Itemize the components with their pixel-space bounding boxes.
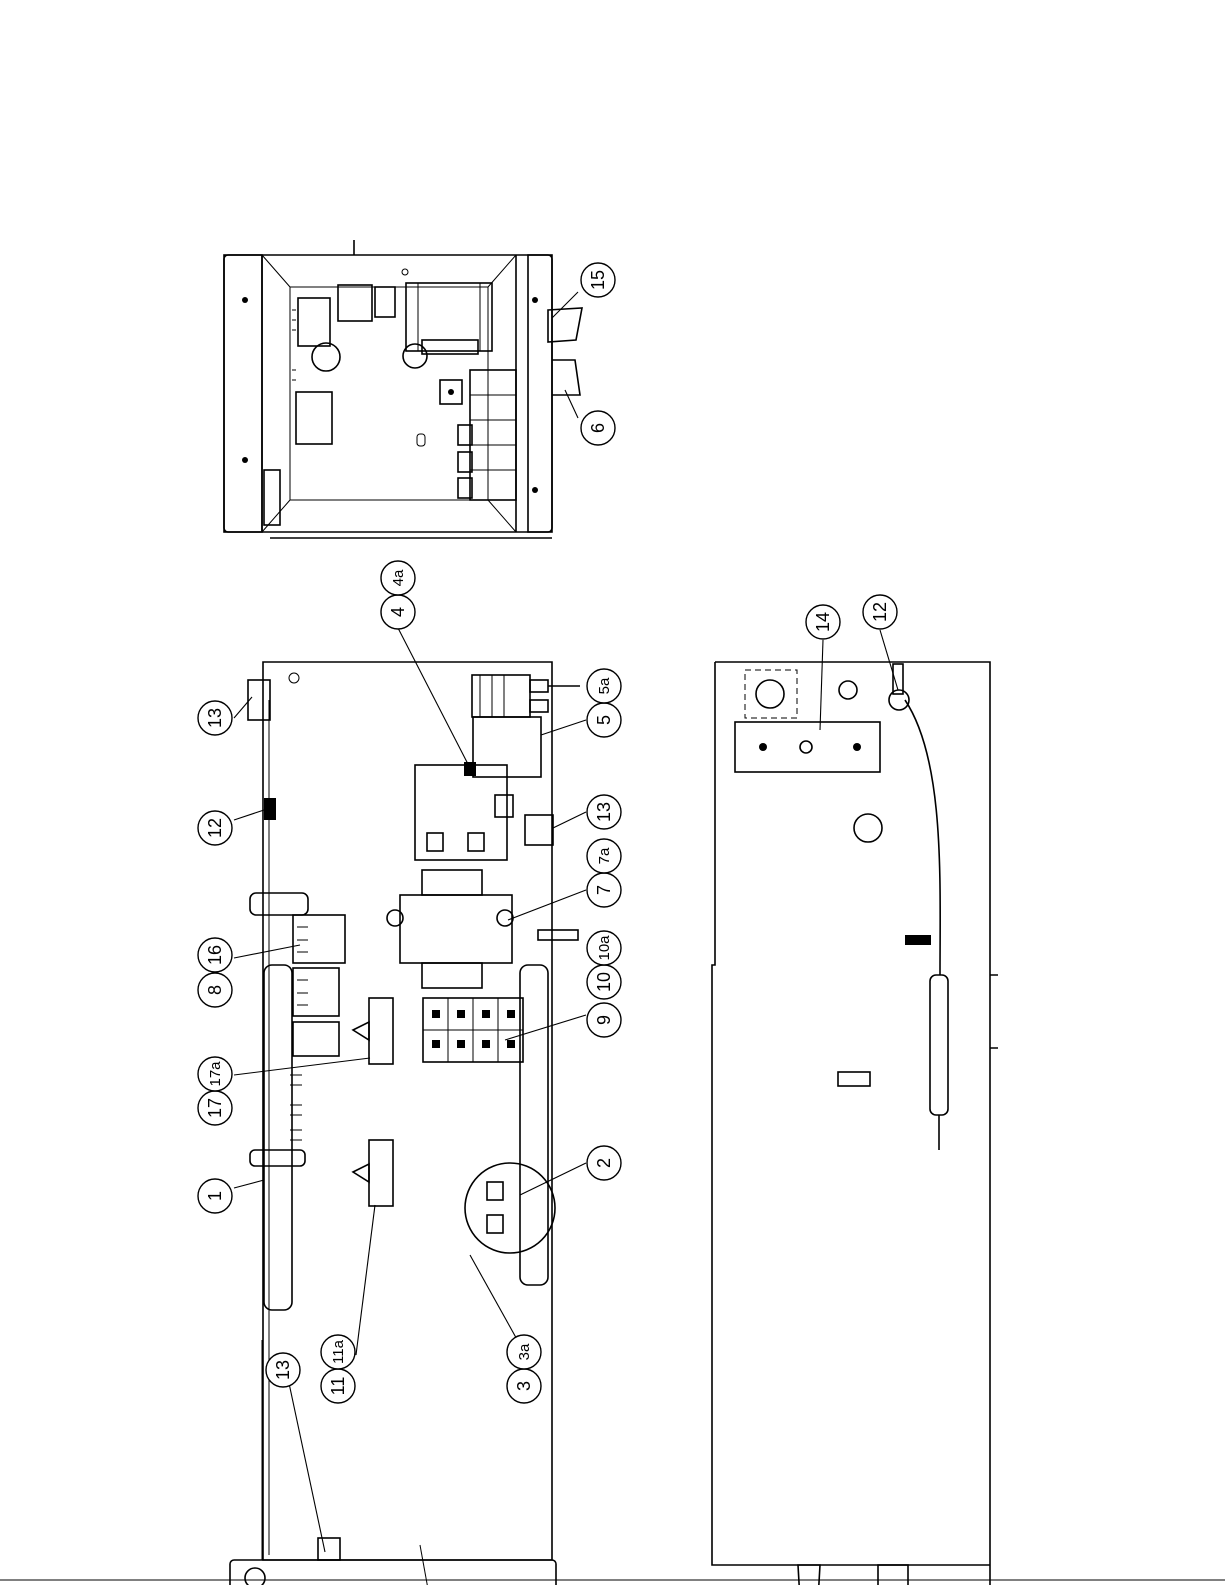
svg-text:3: 3	[514, 1381, 534, 1391]
svg-text:12: 12	[205, 818, 225, 838]
svg-text:13: 13	[273, 1360, 293, 1380]
svg-text:5: 5	[594, 715, 614, 725]
callout-13-mid: 13	[587, 795, 621, 829]
svg-text:11a: 11a	[330, 1339, 347, 1364]
svg-text:6: 6	[588, 423, 608, 433]
svg-text:3a: 3a	[516, 1343, 533, 1360]
callout-13-low: 13	[266, 1353, 300, 1387]
svg-text:12: 12	[870, 602, 890, 622]
svg-text:14: 14	[813, 612, 833, 632]
svg-text:17a: 17a	[207, 1061, 224, 1087]
svg-text:17: 17	[205, 1098, 225, 1118]
end-view-assembly	[224, 240, 582, 538]
svg-text:9: 9	[594, 1015, 614, 1025]
callout-9: 9	[587, 1003, 621, 1037]
svg-text:2: 2	[594, 1158, 614, 1168]
svg-text:7a: 7a	[596, 847, 613, 864]
callout-1: 1	[198, 1179, 232, 1213]
svg-text:13: 13	[205, 708, 225, 728]
callout-6: 6	[581, 411, 615, 445]
callout-5-5a: 5 5a	[587, 669, 621, 737]
svg-text:1: 1	[205, 1191, 225, 1201]
main-panel-assembly	[230, 662, 580, 1585]
callout-7-7a: 7 7a	[587, 839, 621, 907]
callout-12-right: 12	[863, 595, 897, 629]
svg-text:10a: 10a	[596, 935, 613, 961]
callout-12-left: 12	[198, 811, 232, 845]
callout-3-3a: 3 3a	[507, 1335, 541, 1403]
callout-14: 14	[806, 605, 840, 639]
svg-text:10: 10	[594, 972, 614, 992]
svg-text:7: 7	[594, 885, 614, 895]
svg-text:8: 8	[205, 985, 225, 995]
svg-text:15: 15	[588, 270, 608, 290]
callout-11-11a: 11 11a	[321, 1335, 355, 1403]
callout-15: 15	[581, 263, 615, 297]
callout-10-10a: 10 10a	[587, 931, 621, 999]
callout-17-17a: 17 17a	[198, 1057, 232, 1125]
svg-text:11: 11	[328, 1377, 348, 1396]
callout-4-4a: 4 4a	[381, 561, 415, 629]
svg-text:16: 16	[205, 945, 225, 965]
svg-text:4a: 4a	[390, 569, 407, 586]
callout-13-top: 13	[198, 701, 232, 735]
callout-8-16: 8 16	[198, 938, 232, 1007]
svg-text:5a: 5a	[596, 677, 613, 694]
svg-text:13: 13	[594, 802, 614, 822]
callout-2: 2	[587, 1146, 621, 1180]
svg-text:4: 4	[388, 607, 408, 617]
side-cover-assembly	[712, 662, 998, 1585]
